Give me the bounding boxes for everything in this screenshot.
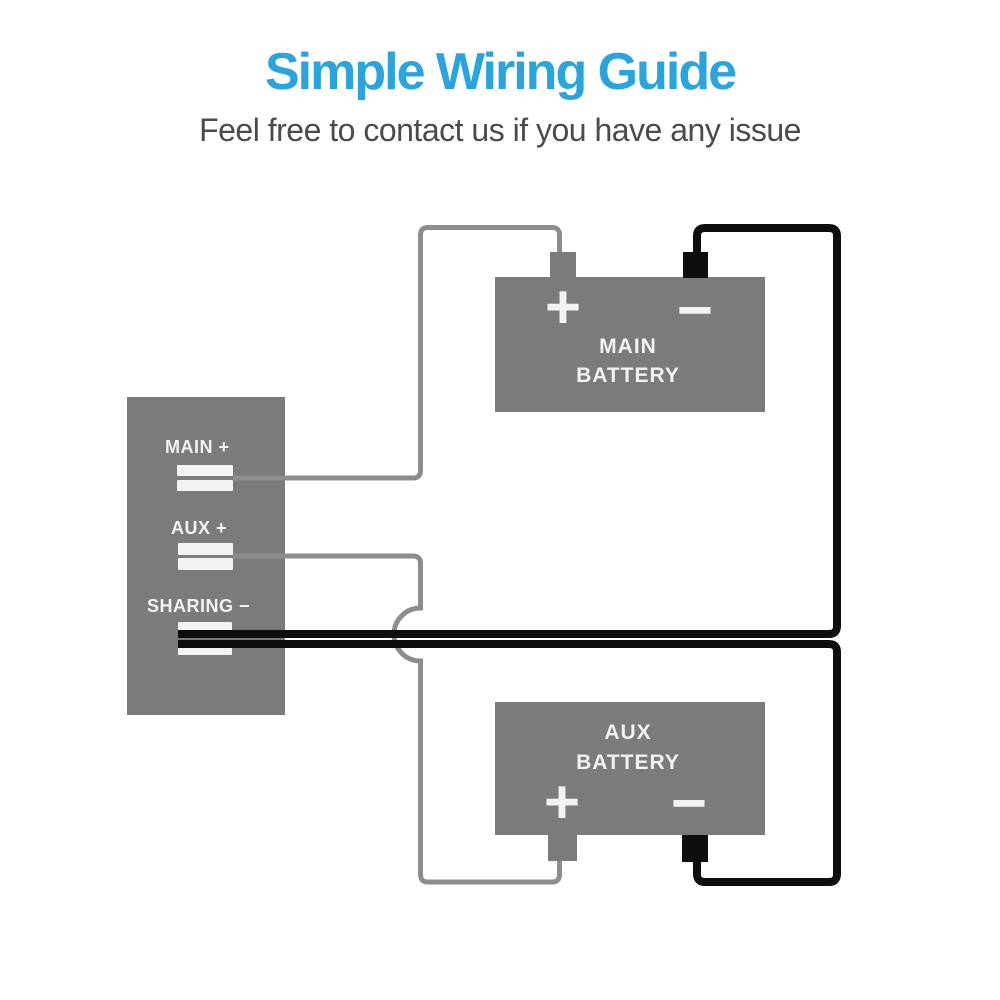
main-battery-negative-terminal [683,252,708,278]
aux-battery-label-line1: AUX [604,721,652,744]
main-battery-minus-symbol: − [676,276,714,345]
page-title: Simple Wiring Guide [264,43,737,101]
controller-panel: MAIN + AUX + SHARING − [127,397,285,715]
aux-battery-minus-symbol: − [670,769,708,838]
terminal-bar-aux-1 [178,543,233,555]
aux-battery: AUX BATTERY + − [495,702,765,862]
aux-battery-label-line2: BATTERY [576,751,680,774]
terminal-bar-main-1 [177,465,233,476]
terminal-bar-sharing-2 [178,645,232,655]
aux-battery-positive-terminal [548,834,577,861]
main-battery-label-line2: BATTERY [576,364,680,387]
main-battery-plus-symbol: + [544,273,582,342]
aux-battery-negative-terminal [682,835,708,862]
main-battery-label-line1: MAIN [599,335,657,358]
aux-battery-plus-symbol: + [543,768,581,837]
main-battery-label: MAIN BATTERY [495,332,761,390]
aux-battery-label: AUX BATTERY [495,718,761,778]
terminal-label-sharing-negative: SHARING − [147,596,251,616]
terminal-label-main-positive: MAIN + [165,437,230,457]
terminal-label-aux-positive: AUX + [171,518,228,538]
main-battery: + − MAIN BATTERY [495,252,765,412]
terminal-bar-main-2 [177,480,233,491]
page-subtitle: Feel free to contact us if you have any … [199,112,801,148]
terminal-bar-aux-2 [178,558,233,570]
terminal-bar-sharing-1 [178,622,232,632]
